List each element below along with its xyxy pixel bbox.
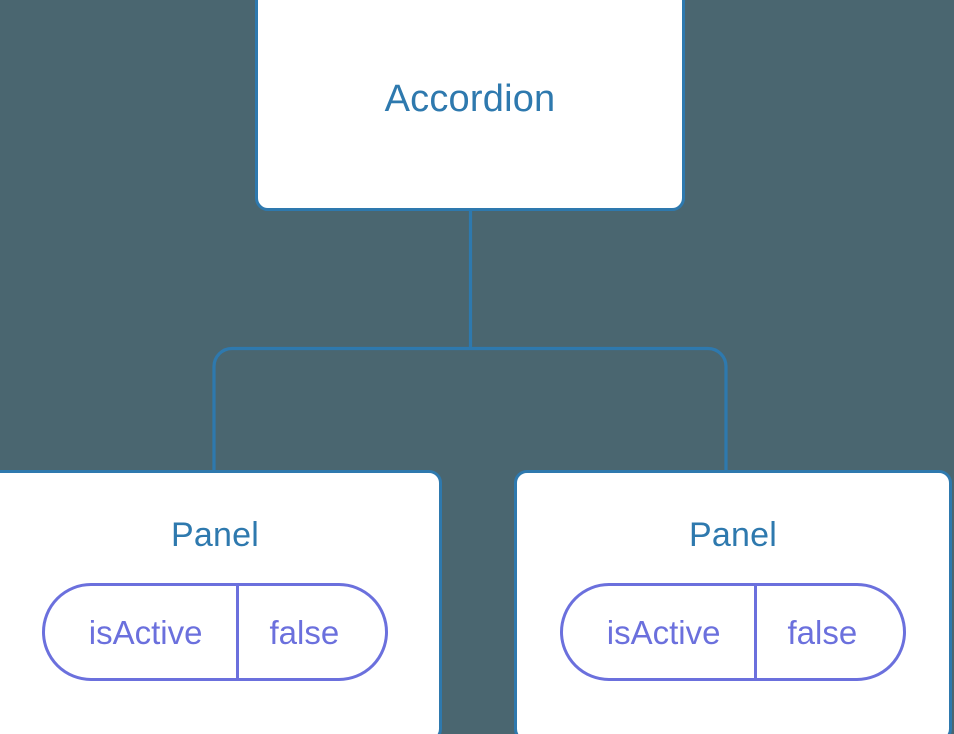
state-pill[interactable]: isActive false bbox=[41, 583, 389, 681]
tree-node-panel-0[interactable]: Panel isActive false bbox=[0, 470, 442, 734]
state-pill[interactable]: isActive false bbox=[559, 583, 907, 681]
state-key: isActive bbox=[88, 613, 203, 651]
node-title: Panel bbox=[171, 516, 259, 554]
state-value: false bbox=[236, 586, 385, 678]
node-title: Accordion bbox=[384, 77, 556, 120]
state-value: false bbox=[754, 586, 903, 678]
state-key: isActive bbox=[606, 613, 721, 651]
node-title: Panel bbox=[689, 516, 777, 554]
connector-branch-left bbox=[212, 346, 471, 474]
connector-branch-right bbox=[470, 346, 728, 474]
tree-node-panel-1[interactable]: Panel isActive false bbox=[514, 470, 952, 734]
tree-node-accordion[interactable]: Accordion bbox=[255, 0, 685, 211]
